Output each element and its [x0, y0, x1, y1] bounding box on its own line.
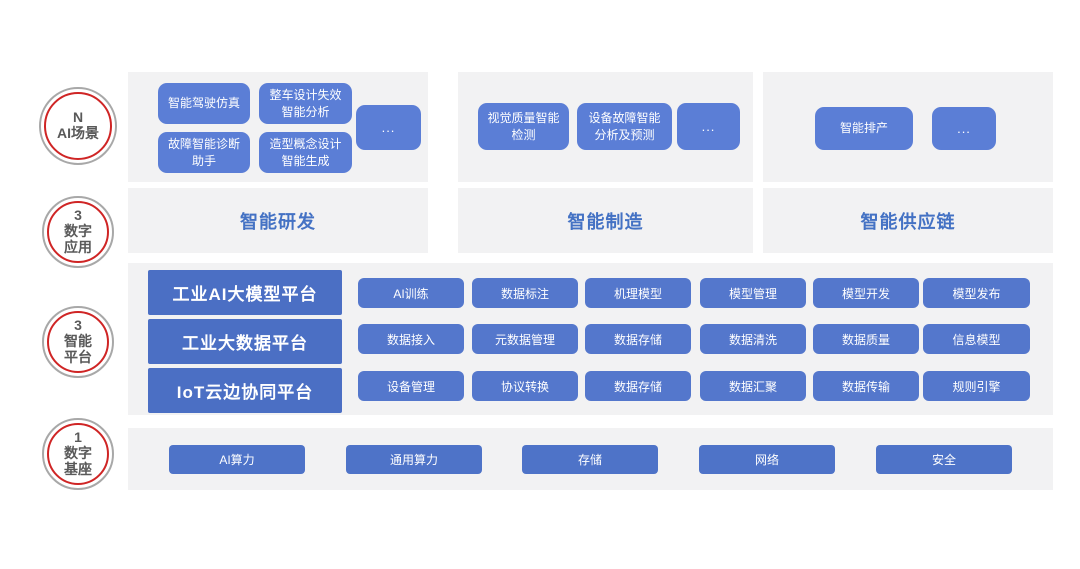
badge-text: 应用: [64, 238, 92, 255]
badge-digital-foundation-label: 1 数字 基座: [47, 423, 109, 485]
capability-block-data-transmission: 数据传输: [813, 371, 919, 401]
capability-block-protocol-conversion: 协议转换: [472, 371, 578, 401]
panel-application-supply-chain: 智能供应链: [763, 188, 1053, 253]
badge-digital-applications-label: 3 数字 应用: [47, 201, 109, 263]
application-title-rd: 智能研发: [240, 211, 316, 232]
badge-digital-applications: 3 数字 应用: [42, 196, 114, 268]
capability-block-model-management: 模型管理: [700, 278, 806, 308]
scenario-block-visual-quality-inspection: 视觉质量智能 检测: [478, 103, 569, 150]
panel-smart-platforms: 工业AI大模型平台 工业大数据平台 IoT云边协同平台 AI训练 数据标注 机理…: [128, 263, 1053, 415]
capability-block-information-model: 信息模型: [923, 324, 1030, 354]
badge-smart-platforms-label: 3 智能 平台: [47, 311, 109, 373]
foundation-block-general-compute: 通用算力: [346, 445, 482, 474]
badge-smart-platforms: 3 智能 平台: [42, 306, 114, 378]
capability-block-data-annotation: 数据标注: [472, 278, 578, 308]
platform-block-iot-cloud-edge: IoT云边协同平台: [148, 368, 342, 413]
panel-application-manufacturing: 智能制造: [458, 188, 753, 253]
panel-scenarios-rd: 智能驾驶仿真 整车设计失效 智能分析 故障智能诊断 助手 造型概念设计 智能生成…: [128, 72, 428, 182]
scenario-block-equipment-fault-prediction: 设备故障智能 分析及预测: [577, 103, 672, 150]
panel-digital-foundation: AI算力 通用算力 存储 网络 安全: [128, 428, 1053, 490]
capability-block-model-development: 模型开发: [813, 278, 919, 308]
capability-block-ai-training: AI训练: [358, 278, 464, 308]
capability-block-model-release: 模型发布: [923, 278, 1030, 308]
capability-block-metadata-management: 元数据管理: [472, 324, 578, 354]
application-title-supply-chain: 智能供应链: [860, 211, 956, 232]
capability-block-device-management: 设备管理: [358, 371, 464, 401]
badge-count: 3: [74, 207, 82, 224]
badge-ai-scenarios: N AI场景: [39, 87, 117, 165]
capability-block-rule-engine: 规则引擎: [923, 371, 1030, 401]
panel-scenarios-manufacturing: 视觉质量智能 检测 设备故障智能 分析及预测 ...: [458, 72, 753, 182]
badge-text: 数字: [64, 445, 92, 462]
foundation-block-network: 网络: [699, 445, 835, 474]
scenario-block-more-supply-chain: ...: [932, 107, 996, 150]
scenario-block-vehicle-design-failure: 整车设计失效 智能分析: [259, 83, 352, 124]
capability-block-data-aggregation: 数据汇聚: [700, 371, 806, 401]
application-title-manufacturing: 智能制造: [567, 211, 644, 232]
badge-digital-foundation: 1 数字 基座: [42, 418, 114, 490]
capability-block-data-storage-iot: 数据存储: [585, 371, 691, 401]
badge-ai-scenarios-label: N AI场景: [44, 92, 112, 160]
capability-block-data-access: 数据接入: [358, 324, 464, 354]
platform-block-industrial-ai-model: 工业AI大模型平台: [148, 270, 342, 315]
badge-text: 数字: [64, 223, 92, 240]
capability-block-data-quality: 数据质量: [813, 324, 919, 354]
panel-scenarios-supply-chain: 智能排产 ...: [763, 72, 1053, 182]
badge-text: AI场景: [57, 125, 99, 141]
scenario-block-smart-scheduling: 智能排产: [815, 107, 913, 150]
badge-count: 1: [74, 429, 82, 446]
scenario-block-fault-diagnosis-assistant: 故障智能诊断 助手: [158, 132, 250, 173]
foundation-block-storage: 存储: [522, 445, 658, 474]
scenario-block-more-rd: ...: [356, 105, 421, 150]
panel-application-rd: 智能研发: [128, 188, 428, 253]
platform-block-industrial-big-data: 工业大数据平台: [148, 319, 342, 364]
scenario-block-concept-design-generation: 造型概念设计 智能生成: [259, 132, 352, 173]
foundation-block-security: 安全: [876, 445, 1012, 474]
badge-text: 智能: [64, 333, 92, 350]
capability-block-data-storage-bigdata: 数据存储: [585, 324, 691, 354]
badge-text: 平台: [64, 348, 92, 365]
scenario-block-driving-simulation: 智能驾驶仿真: [158, 83, 250, 124]
badge-text: 基座: [64, 460, 92, 477]
foundation-block-ai-compute: AI算力: [169, 445, 305, 474]
badge-count: 3: [74, 317, 82, 334]
scenario-block-more-manufacturing: ...: [677, 103, 740, 150]
capability-block-data-cleaning: 数据清洗: [700, 324, 806, 354]
badge-count: N: [72, 109, 84, 126]
capability-block-mechanism-model: 机理模型: [585, 278, 691, 308]
